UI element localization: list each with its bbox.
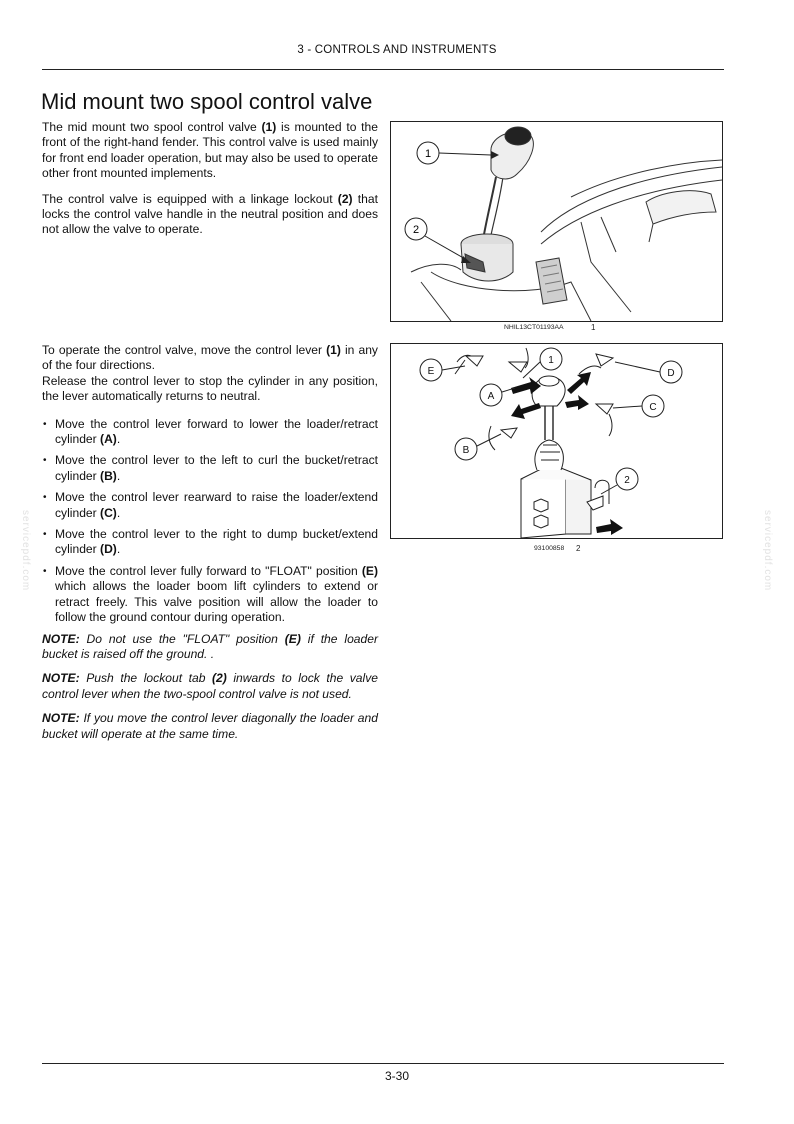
list-item: Move the control lever forward to lower …: [42, 417, 378, 448]
note-diagonal: NOTE: If you move the control lever diag…: [42, 711, 378, 741]
figure1-caption: NHIL13CT01193AA: [504, 324, 564, 331]
figure2-number: 2: [576, 544, 581, 553]
figure2-callout-1: 1: [548, 355, 554, 366]
figure2-callout-2: 2: [624, 475, 630, 486]
list-item: Move the control lever fully forward to …: [42, 564, 378, 626]
figure2-callout-e: E: [428, 366, 435, 377]
intro-paragraph-1: The mid mount two spool control valve (1…: [42, 120, 378, 181]
operation-section: To operate the control valve, move the c…: [42, 343, 378, 751]
section-header: 3 - CONTROLS AND INSTRUMENTS: [297, 44, 497, 56]
figure1-callout-2: 2: [413, 224, 419, 236]
intro-section: The mid mount two spool control valve (1…: [42, 120, 378, 248]
list-item: Move the control lever to the right to d…: [42, 527, 378, 558]
figure2-callout-b: B: [463, 445, 470, 456]
figure1-number: 1: [591, 323, 596, 332]
control-valve-illustration: 1 2: [404, 126, 722, 321]
figure2-callout-a: A: [488, 391, 495, 402]
note-lockout: NOTE: Push the lockout tab (2) inwards t…: [42, 671, 378, 701]
lever-directions-illustration: E 1 D A C B 2: [419, 347, 683, 538]
list-item: Move the control lever rearward to raise…: [42, 490, 378, 521]
footer-rule: [42, 1063, 724, 1064]
watermark-right: servicepdf.com: [762, 510, 773, 592]
watermark-left: servicepdf.com: [20, 510, 31, 592]
list-item: Move the control lever to the left to cu…: [42, 453, 378, 484]
figure-control-valve-photo: 1 2: [390, 121, 723, 322]
intro-paragraph-2: The control valve is equipped with a lin…: [42, 191, 378, 237]
page-number: 3-30: [384, 1069, 410, 1083]
figure2-callout-d: D: [667, 368, 674, 379]
page-title: Mid mount two spool control valve: [41, 89, 373, 114]
figure2-caption: 93100858: [534, 545, 565, 552]
figure-lever-directions-diagram: E 1 D A C B 2: [390, 343, 723, 539]
header-rule: [42, 69, 724, 70]
operation-list: Move the control lever forward to lower …: [42, 417, 378, 626]
figure2-callout-c: C: [649, 402, 656, 413]
figure1-callout-1: 1: [425, 148, 431, 160]
note-float: NOTE: Do not use the "FLOAT" position (E…: [42, 631, 379, 661]
operation-paragraph: To operate the control valve, move the c…: [42, 343, 378, 404]
